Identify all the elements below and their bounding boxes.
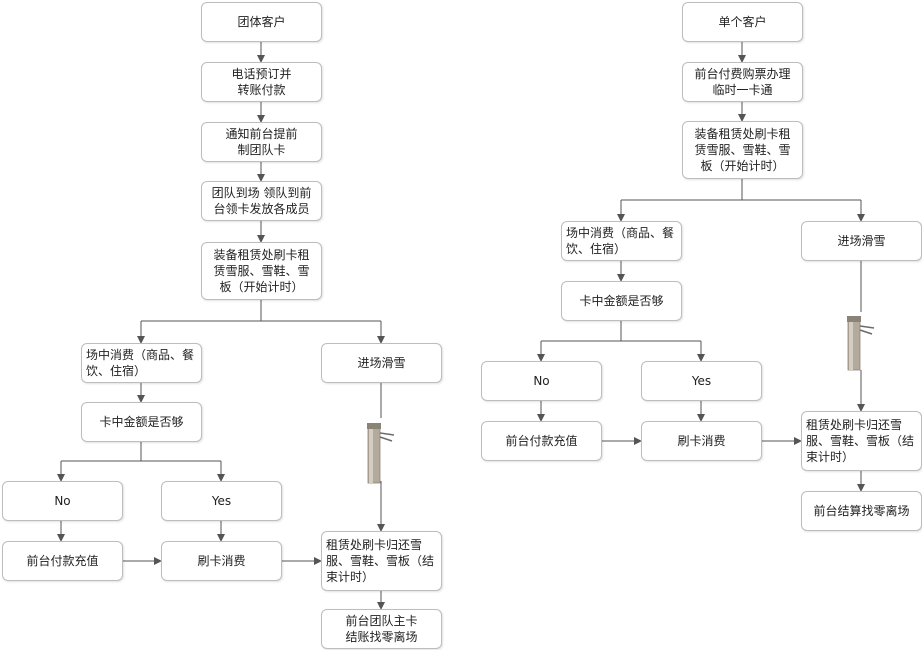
single-swipe-pay-label: 刷卡消费 [677, 434, 726, 448]
single-enter-ski-label: 进场滑雪 [837, 234, 886, 248]
single-recharge-box: 前台付款充值 [481, 421, 602, 461]
group-swipe-pay-box: 刷卡消费 [161, 541, 282, 581]
single-swipe-pay-box: 刷卡消费 [641, 421, 762, 461]
single-checkout-box: 前台结算找零离场 [801, 491, 922, 531]
group-customer-box: 团体客户 [201, 2, 322, 42]
phone-booking-label: 电话预订并 转账付款 [231, 67, 292, 97]
group-enter-ski-label: 进场滑雪 [357, 356, 406, 370]
group-recharge-label: 前台付款充值 [26, 554, 99, 568]
single-rent-gear-box: 装备租赁处刷卡租 赁雪服、雪鞋、雪 板（开始计时） [682, 121, 803, 179]
group-checkout-label: 前台团队主卡 结账找零离场 [345, 614, 418, 644]
single-balance-check-label: 卡中金额是否够 [579, 294, 664, 308]
team-arrive-box: 团队到场 领队到前 台领卡发放各成员 [201, 181, 322, 221]
single-onsite-spend-box: 场中消费（商品、餐 饮、住宿） [561, 221, 682, 261]
group-yes-box: Yes [161, 481, 282, 521]
single-no-label: No [533, 374, 550, 388]
group-customer-label: 团体客户 [237, 15, 286, 29]
group-onsite-spend-box: 场中消费（商品、餐 饮、住宿） [81, 343, 202, 383]
single-checkout-label: 前台结算找零离场 [813, 504, 910, 518]
group-onsite-spend-label: 场中消费（商品、餐 饮、住宿） [86, 348, 195, 378]
group-rent-gear-box: 装备租赁处刷卡租 赁雪服、雪鞋、雪 板（开始计时） [201, 242, 322, 300]
single-enter-ski-box: 进场滑雪 [801, 221, 922, 261]
single-recharge-label: 前台付款充值 [505, 434, 578, 448]
phone-booking-box: 电话预订并 转账付款 [201, 62, 322, 102]
single-yes-label: Yes [691, 374, 712, 388]
group-balance-check-label: 卡中金额是否够 [99, 415, 184, 429]
turnstile-icon [847, 316, 875, 371]
single-rent-gear-label: 装备租赁处刷卡租 赁雪服、雪鞋、雪 板（开始计时） [694, 127, 791, 173]
buy-ticket-box: 前台付费购票办理 临时一卡通 [682, 62, 803, 102]
group-no-box: No [2, 481, 123, 521]
single-onsite-spend-label: 场中消费（商品、餐 饮、住宿） [566, 226, 675, 256]
group-yes-label: Yes [211, 494, 232, 508]
group-enter-ski-box: 进场滑雪 [321, 343, 442, 383]
single-customer-box: 单个客户 [682, 2, 803, 42]
group-rent-gear-label: 装备租赁处刷卡租 赁雪服、雪鞋、雪 板（开始计时） [213, 248, 310, 294]
single-return-gear-box: 租赁处刷卡归还雪 服、雪鞋、雪板（结 束计时） [801, 411, 922, 471]
group-recharge-box: 前台付款充值 [2, 541, 123, 581]
buy-ticket-label: 前台付费购票办理 临时一卡通 [694, 67, 791, 97]
group-no-label: No [54, 494, 71, 508]
notify-front-label: 通知前台提前 制团队卡 [225, 127, 298, 157]
team-arrive-label: 团队到场 领队到前 台领卡发放各成员 [211, 186, 312, 216]
single-return-gear-label: 租赁处刷卡归还雪 服、雪鞋、雪板（结 束计时） [806, 418, 915, 464]
group-balance-check-box: 卡中金额是否够 [81, 402, 202, 442]
single-balance-check-box: 卡中金额是否够 [561, 281, 682, 321]
group-checkout-box: 前台团队主卡 结账找零离场 [321, 609, 442, 649]
group-return-gear-box: 租赁处刷卡归还雪 服、雪鞋、雪板（结 束计时） [321, 531, 442, 591]
group-return-gear-label: 租赁处刷卡归还雪 服、雪鞋、雪板（结 束计时） [326, 538, 435, 584]
notify-front-box: 通知前台提前 制团队卡 [201, 122, 322, 162]
single-no-box: No [481, 361, 602, 401]
turnstile-icon [367, 423, 395, 484]
group-swipe-pay-label: 刷卡消费 [197, 554, 246, 568]
single-yes-box: Yes [641, 361, 762, 401]
single-customer-label: 单个客户 [718, 15, 767, 29]
